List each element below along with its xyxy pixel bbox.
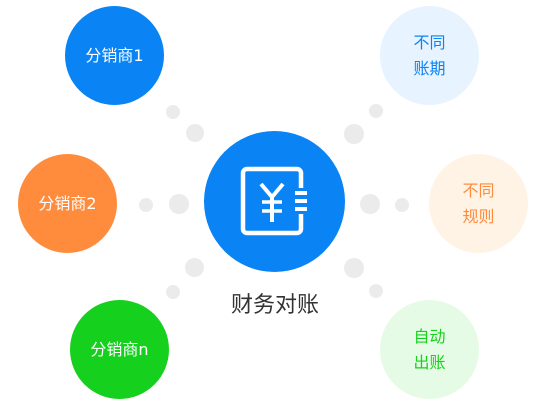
connector-dot — [186, 124, 204, 142]
feature-label: 自动 出账 — [413, 326, 446, 372]
feature-label: 不同 规则 — [462, 180, 495, 226]
connector-dot — [139, 198, 153, 212]
yuan-ledger-icon — [240, 166, 307, 235]
feature-node-rules: 不同 规则 — [429, 154, 528, 253]
connector-dot — [185, 258, 204, 277]
feature-label: 不同 账期 — [413, 32, 446, 78]
connector-dot — [166, 285, 180, 299]
connector-dot — [166, 105, 180, 119]
distributor-node-2: 分销商2 — [18, 154, 117, 253]
distributor-label: 分销商2 — [38, 193, 97, 213]
distributor-label: 分销商n — [90, 339, 149, 359]
feature-node-billing-period: 不同 账期 — [380, 6, 479, 105]
center-node — [204, 131, 345, 272]
connector-dot — [344, 124, 364, 144]
distributor-node-1: 分销商1 — [65, 6, 164, 105]
connector-dot — [344, 258, 364, 278]
connector-dot — [369, 104, 383, 118]
feature-node-auto-billing: 自动 出账 — [380, 300, 479, 399]
connector-dot — [369, 284, 383, 298]
connector-dot — [395, 198, 409, 212]
distributor-label: 分销商1 — [85, 45, 144, 65]
center-caption: 财务对账 — [230, 293, 319, 318]
distributor-node-n: 分销商n — [70, 300, 169, 399]
connector-dot — [360, 194, 380, 214]
connector-dot — [169, 194, 189, 214]
